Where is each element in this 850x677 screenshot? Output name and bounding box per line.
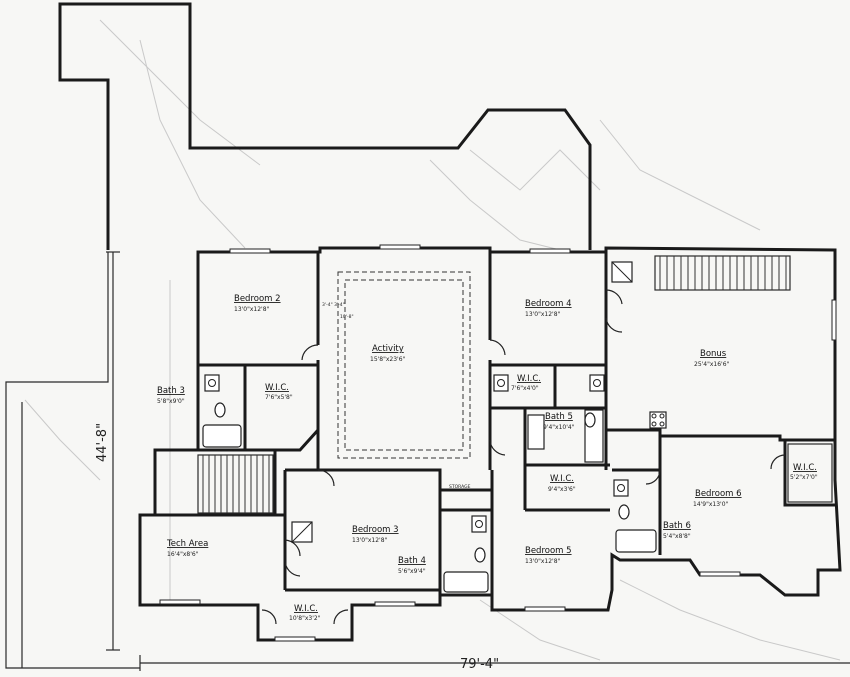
room-wic-bed4: W.I.C. 7'6"x4'0": [511, 374, 541, 392]
room-dim: 5'8"x9'0": [157, 398, 185, 405]
room-dim: 13'0"x12'8": [525, 558, 561, 565]
room-dim: 5'2"x7'0": [790, 474, 818, 481]
room-name: W.I.C.: [550, 474, 574, 484]
room-bedroom-3: Bedroom 3 13'0"x12'8": [352, 525, 399, 544]
room-name: Bedroom 4: [525, 299, 572, 309]
roof-ghost-lines: [24, 19, 841, 661]
dimension-width: 79'-4": [139, 655, 850, 672]
room-bath-5: Bath 5 9'4"x10'4": [543, 412, 575, 431]
room-name: Bedroom 3: [352, 525, 399, 535]
overall-width-label: 79'-4": [460, 657, 499, 672]
room-dim: 25'4"x16'6": [694, 361, 730, 368]
room-dim: 13'0"x12'8": [352, 537, 388, 544]
room-name: W.I.C.: [517, 374, 541, 384]
room-name: W.I.C.: [294, 604, 318, 614]
room-wic-bed3: W.I.C. 10'8"x3'2": [289, 604, 321, 622]
upper-outline: [58, 2, 592, 250]
interior-walls: [140, 252, 835, 610]
room-wic-bath5: W.I.C. 9'4"x3'6": [548, 474, 576, 493]
room-name: Bath 4: [398, 556, 426, 566]
room-name: Bath 5: [545, 412, 573, 422]
room-name: Bedroom 2: [234, 294, 281, 304]
activity-ceiling-outer: [337, 271, 471, 459]
activity-ceiling-inner: [344, 279, 464, 451]
ceiling-note-b: 10'-8": [340, 314, 354, 320]
room-dim: 10'8"x3'2": [289, 615, 321, 622]
room-bath-4: Bath 4 5'6"x9'4": [398, 556, 426, 575]
room-dim: 5'4"x8'8": [663, 533, 691, 540]
dimension-depth: 44'-8": [95, 251, 120, 651]
room-dim: 5'6"x9'4": [398, 568, 426, 575]
room-name: Bath 3: [157, 386, 185, 396]
bonus-stair-treads: [659, 256, 787, 290]
room-tech-area: Tech Area 16'4"x8'6": [166, 539, 208, 558]
ceiling-note-a: 3'-4" 3'-4": [322, 302, 345, 308]
windows: [159, 244, 837, 642]
room-storage: STORAGE: [449, 484, 471, 490]
room-dim: 9'4"x3'6": [548, 486, 576, 493]
room-bath-6: Bath 6 5'4"x8'8": [663, 521, 691, 540]
fixtures: [202, 261, 833, 593]
room-name: STORAGE: [449, 484, 471, 490]
room-bath-3: Bath 3 5'8"x9'0": [157, 386, 185, 405]
room-dim: 13'0"x12'8": [234, 306, 270, 313]
room-bedroom-2: Bedroom 2 13'0"x12'8": [234, 294, 281, 313]
room-name: Bedroom 5: [525, 546, 572, 556]
room-bedroom-4: Bedroom 4 13'0"x12'8": [525, 299, 572, 318]
exterior-walls: [138, 246, 842, 642]
doors: [261, 289, 786, 625]
room-name: Activity: [372, 344, 404, 354]
room-dim: 15'8"x23'6": [370, 356, 406, 363]
room-bonus: Bonus 25'4"x16'6": [694, 349, 730, 368]
room-name: Bath 6: [663, 521, 691, 531]
room-wic-bed6: W.I.C. 5'2"x7'0": [790, 463, 818, 481]
room-activity: Activity 15'8"x23'6" 3'-4" 3'-4" 10'-8": [322, 302, 406, 363]
left-outline: [5, 252, 140, 669]
room-wic-bed2: W.I.C. 7'6"x5'8": [265, 383, 293, 401]
room-dim: 7'6"x4'0": [511, 385, 539, 392]
room-name: W.I.C.: [793, 463, 817, 473]
room-bedroom-5: Bedroom 5 13'0"x12'8": [525, 546, 572, 565]
room-dim: 7'6"x5'8": [265, 394, 293, 401]
room-bedroom-6: Bedroom 6 14'9"x13'0": [693, 489, 742, 508]
main-stair-treads: [202, 455, 270, 513]
room-name: W.I.C.: [265, 383, 289, 393]
room-dim: 16'4"x8'6": [167, 551, 199, 558]
room-name: Tech Area: [166, 539, 208, 549]
room-dim: 13'0"x12'8": [525, 311, 561, 318]
overall-depth-label: 44'-8": [95, 423, 110, 462]
room-dim: 14'9"x13'0": [693, 501, 729, 508]
room-dim: 9'4"x10'4": [543, 424, 575, 431]
room-name: Bonus: [700, 349, 727, 359]
room-name: Bedroom 6: [695, 489, 742, 499]
stairs-main: [197, 454, 274, 514]
